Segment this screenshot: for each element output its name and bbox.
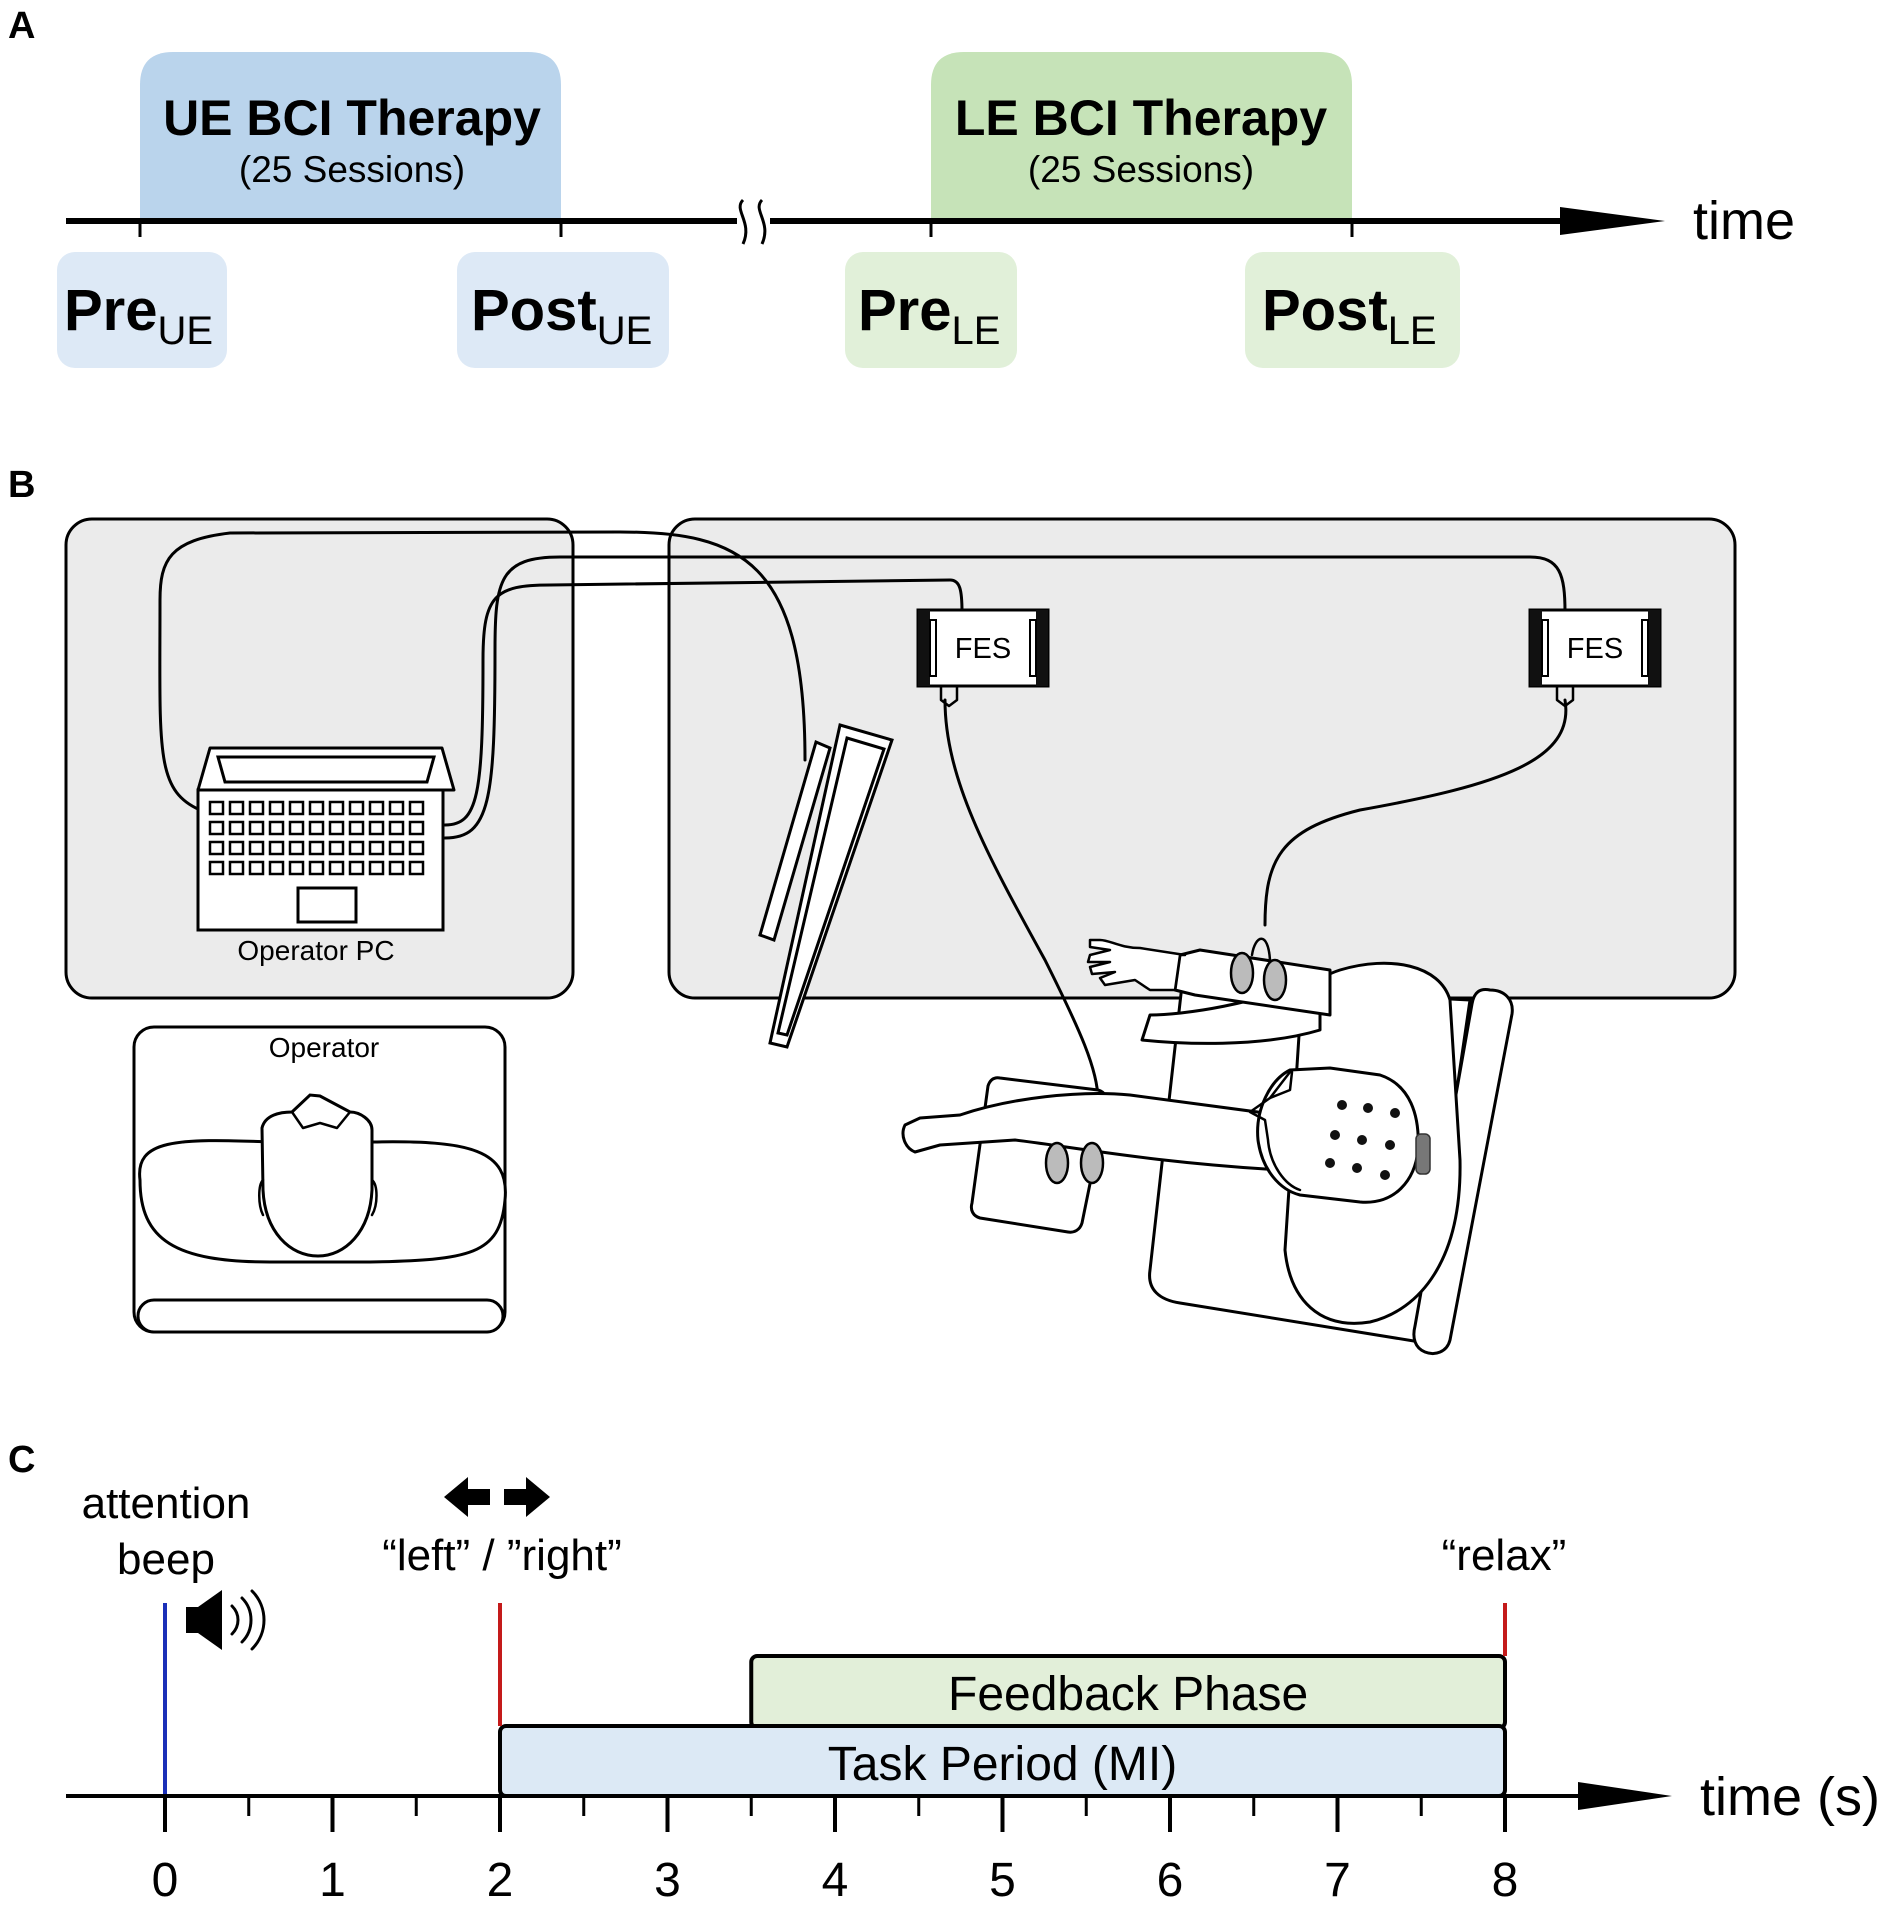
fes-right-label: FES: [1567, 633, 1623, 665]
svg-text:PreUE: PreUE: [64, 278, 213, 353]
cables: [158, 530, 1568, 1152]
tick-label-8: 8: [1492, 1854, 1519, 1906]
ue-therapy-title: UE BCI Therapy: [163, 90, 541, 146]
task-period-label: Task Period (MI): [828, 1738, 1177, 1791]
le-therapy-sessions: (25 Sessions): [1028, 149, 1254, 190]
attention-label-line2: beep: [117, 1535, 215, 1584]
tick-label-5: 5: [989, 1854, 1016, 1906]
operator-label: Operator: [269, 1032, 380, 1063]
fes-stimulator-icon-right: FES: [1528, 608, 1662, 708]
svg-text:PostUE: PostUE: [471, 278, 652, 353]
trial-axis-ticks: 0 1 2 3 4 5 6 7 8: [152, 1796, 1519, 1906]
assessment-pre-le: PreLE: [845, 252, 1017, 368]
arrow-right-icon: [504, 1477, 550, 1517]
ue-therapy-sessions: (25 Sessions): [239, 149, 465, 190]
fes-left-label: FES: [955, 633, 1011, 665]
le-therapy-title: LE BCI Therapy: [955, 90, 1327, 146]
arrow-left-icon: [444, 1477, 490, 1517]
panel-letter-a: A: [8, 5, 35, 47]
assessment-post-le-main: Post: [1262, 278, 1388, 343]
patient-person-icon: [901, 937, 1514, 1355]
relax-label: “relax”: [1442, 1531, 1567, 1580]
le-therapy-bg: [931, 52, 1352, 220]
panel-letter-b: B: [8, 464, 35, 506]
assessment-pre-le-main: Pre: [858, 278, 952, 343]
eeg-cap-icon: [1248, 1066, 1431, 1204]
operator-person-icon: [138, 1093, 507, 1264]
assessment-post-le: PostLE: [1245, 252, 1460, 368]
tick-label-4: 4: [822, 1854, 849, 1906]
assessment-post-le-sub: LE: [1388, 309, 1437, 353]
ue-therapy-box: UE BCI Therapy (25 Sessions): [140, 52, 561, 220]
svg-text:PostLE: PostLE: [1262, 278, 1437, 353]
attention-label-line1: attention: [82, 1479, 251, 1528]
cue-label: “left” / ”right”: [382, 1531, 622, 1580]
assessment-post-ue-main: Post: [471, 278, 597, 343]
assessment-pre-ue: PreUE: [57, 252, 227, 368]
fes-stimulator-icon-left: FES: [916, 608, 1050, 708]
feedback-phase-label: Feedback Phase: [948, 1668, 1308, 1721]
assessment-pre-ue-sub: UE: [158, 309, 214, 353]
assessment-post-ue: PostUE: [457, 252, 669, 368]
trial-axis: time (s) 0 1 2 3 4 5 6 7 8: [66, 1767, 1880, 1906]
speaker-icon: [186, 1589, 266, 1651]
assessment-post-ue-sub: UE: [597, 309, 653, 353]
assessment-pre-ue-main: Pre: [64, 278, 158, 343]
tick-label-0: 0: [152, 1854, 179, 1906]
therapy-axis-label: time: [1693, 191, 1795, 251]
tick-label-3: 3: [654, 1854, 681, 1906]
trial-axis-label: time (s): [1700, 1767, 1880, 1827]
tick-label-7: 7: [1324, 1854, 1351, 1906]
tick-label-2: 2: [487, 1854, 514, 1906]
le-therapy-box: LE BCI Therapy (25 Sessions): [931, 52, 1352, 220]
operator-pc-label: Operator PC: [237, 935, 394, 966]
svg-text:PreLE: PreLE: [858, 278, 1000, 353]
tick-label-1: 1: [319, 1854, 346, 1906]
monitor-icon: [758, 723, 894, 1049]
assessment-pre-le-sub: LE: [952, 309, 1001, 353]
panel-letter-c: C: [8, 1439, 35, 1481]
laptop-icon: [196, 746, 456, 932]
therapy-timeline-axis: time: [66, 191, 1795, 251]
ue-therapy-bg: [140, 52, 561, 220]
tick-label-6: 6: [1157, 1854, 1184, 1906]
